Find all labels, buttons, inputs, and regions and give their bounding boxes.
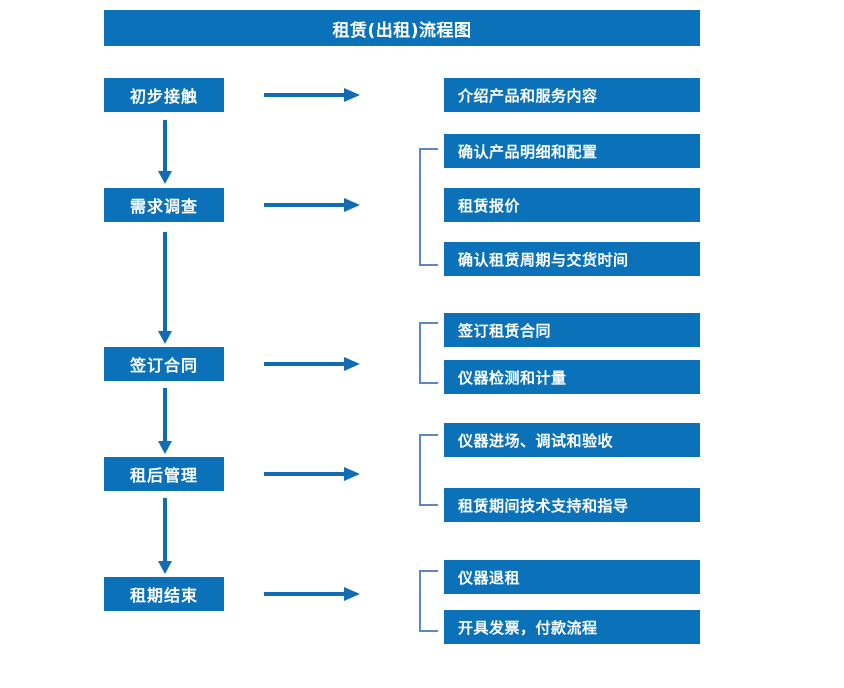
- horizontal-arrow-5: [264, 587, 360, 601]
- stage-box-2[interactable]: 需求调查: [104, 188, 224, 222]
- arrow-shaft: [163, 120, 167, 171]
- detail-box-3-1[interactable]: 签订租赁合同: [444, 313, 700, 347]
- detail-box-5-2[interactable]: 开具发票，付款流程: [444, 610, 700, 644]
- stage-box-5[interactable]: 租期结束: [104, 577, 224, 611]
- detail-box-3-2[interactable]: 仪器检测和计量: [444, 360, 700, 394]
- horizontal-arrow-4: [264, 467, 360, 481]
- vertical-arrow-1: [158, 120, 172, 184]
- arrow-shaft: [264, 592, 346, 596]
- detail-box-2-1[interactable]: 确认产品明细和配置: [444, 134, 700, 168]
- detail-box-4-1[interactable]: 仪器进场、调试和验收: [444, 423, 700, 457]
- vertical-arrow-4: [158, 498, 172, 574]
- detail-box-2-3[interactable]: 确认租赁周期与交货时间: [444, 242, 700, 276]
- horizontal-arrow-3: [264, 357, 360, 371]
- group-bracket-2: [419, 148, 438, 266]
- arrow-head: [344, 88, 360, 102]
- stage-box-4[interactable]: 租后管理: [104, 457, 224, 491]
- group-bracket-5: [419, 570, 438, 632]
- arrow-shaft: [163, 232, 167, 331]
- detail-box-1-1[interactable]: 介绍产品和服务内容: [444, 78, 700, 112]
- arrow-head: [158, 561, 172, 574]
- arrow-shaft: [163, 388, 167, 441]
- group-bracket-4: [419, 434, 438, 506]
- arrow-shaft: [264, 93, 346, 97]
- arrow-head: [158, 441, 172, 454]
- arrow-shaft: [163, 498, 167, 561]
- detail-box-5-1[interactable]: 仪器退租: [444, 560, 700, 594]
- arrow-head: [344, 587, 360, 601]
- horizontal-arrow-2: [264, 198, 360, 212]
- group-bracket-3: [419, 322, 438, 384]
- horizontal-arrow-1: [264, 88, 360, 102]
- page-title: 租赁(出租)流程图: [104, 10, 700, 46]
- vertical-arrow-3: [158, 388, 172, 454]
- stage-box-1[interactable]: 初步接触: [104, 78, 224, 112]
- vertical-arrow-2: [158, 232, 172, 344]
- detail-box-4-2[interactable]: 租赁期间技术支持和指导: [444, 488, 700, 522]
- arrow-head: [158, 331, 172, 344]
- stage-box-3[interactable]: 签订合同: [104, 347, 224, 381]
- arrow-shaft: [264, 203, 346, 207]
- detail-box-2-2[interactable]: 租赁报价: [444, 188, 700, 222]
- arrow-head: [344, 198, 360, 212]
- arrow-head: [344, 357, 360, 371]
- arrow-shaft: [264, 362, 346, 366]
- arrow-shaft: [264, 472, 346, 476]
- arrow-head: [344, 467, 360, 481]
- arrow-head: [158, 171, 172, 184]
